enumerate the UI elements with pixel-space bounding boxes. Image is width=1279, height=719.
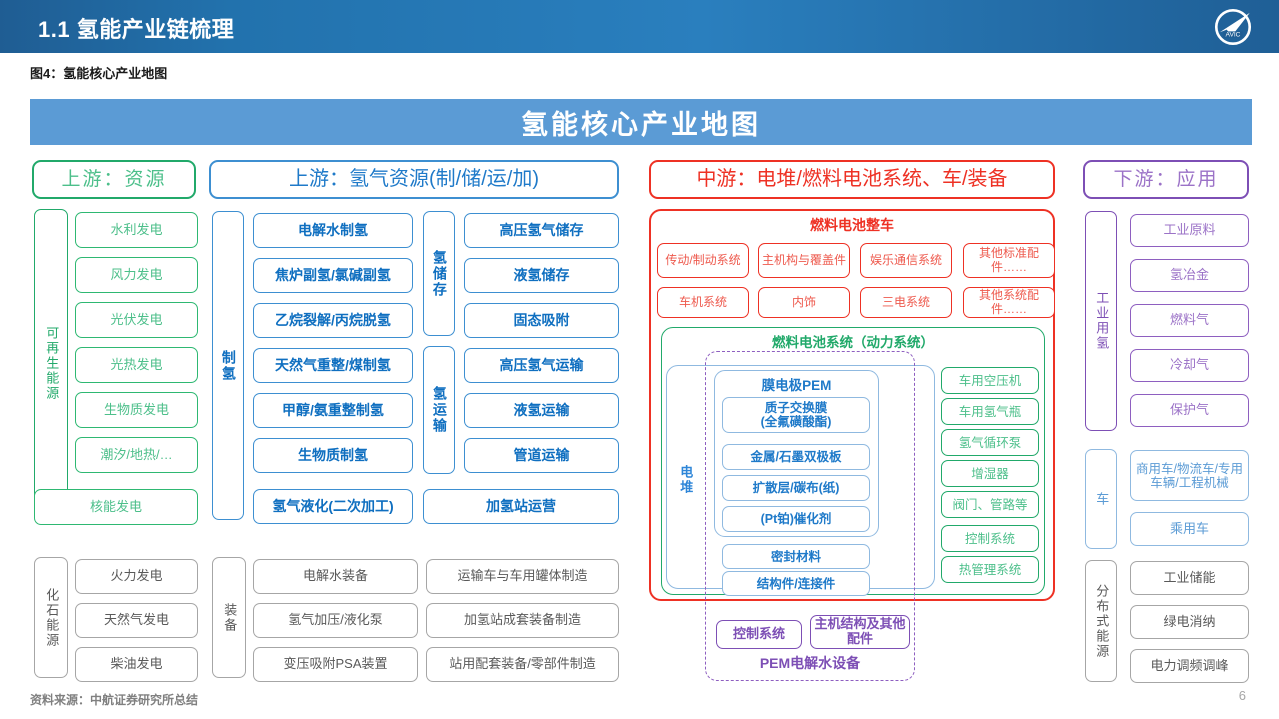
bop-item-2: 氢气循环泵 bbox=[941, 429, 1039, 456]
vehicle-item-r1-0: 传动/制动系统 bbox=[657, 243, 749, 278]
hydrogen-liquefaction-item: 氢气液化(二次加工) bbox=[253, 489, 413, 524]
page-header-bar: 1.1 氢能产业链梳理 AVIC bbox=[0, 0, 1279, 53]
stack-extra-item-0: 密封材料 bbox=[722, 544, 870, 569]
pem-container bbox=[714, 370, 879, 537]
banner-title: 氢能核心产业地图 bbox=[521, 109, 761, 140]
source-note: 资料来源：中航证券研究所总结 bbox=[30, 693, 199, 707]
vehicle-item-r2-2: 三电系统 bbox=[860, 287, 952, 318]
hydrogen-production-label: 制氢 bbox=[212, 211, 244, 520]
pem-item-2: 扩散层/碳布(纸) bbox=[722, 475, 870, 501]
industrial-item-0: 工业原料 bbox=[1130, 214, 1249, 247]
renewable-item-2: 光伏发电 bbox=[75, 302, 198, 338]
equipment-right-item-0: 运输车与车用罐体制造 bbox=[426, 559, 619, 594]
fuel-cell-vehicle-container bbox=[649, 209, 1055, 601]
production-item-0: 电解水制氢 bbox=[253, 213, 413, 248]
page-number: 6 bbox=[1238, 688, 1246, 703]
fossil-item-2: 柴油发电 bbox=[75, 647, 198, 682]
production-item-4: 甲醇/氨重整制氢 bbox=[253, 393, 413, 428]
vehicle-item-r2-1: 内饰 bbox=[758, 287, 850, 318]
transport-item-2: 管道运输 bbox=[464, 438, 619, 473]
distributed-item-0: 工业储能 bbox=[1130, 561, 1249, 595]
avic-logo-icon: AVIC bbox=[1214, 8, 1252, 46]
fossil-item-0: 火力发电 bbox=[75, 559, 198, 594]
transport-item-0: 高压氢气运输 bbox=[464, 348, 619, 383]
refueling-station-item: 加氢站运营 bbox=[423, 489, 619, 524]
vehicle-item-r1-3: 其他标准配件…… bbox=[963, 243, 1055, 278]
renewable-item-3: 光热发电 bbox=[75, 347, 198, 383]
renewable-item-0: 水利发电 bbox=[75, 212, 198, 248]
stack-label: 电堆 bbox=[678, 465, 694, 495]
section-header-midstream: 中游：电堆/燃料电池系统、车/装备 bbox=[649, 160, 1055, 199]
renewable-item-1: 风力发电 bbox=[75, 257, 198, 293]
electrolyzer-item-1: 主机结构及其他配件 bbox=[810, 615, 910, 649]
nuclear-power-item: 核能发电 bbox=[34, 489, 198, 525]
fuel-cell-system-title: 燃料电池系统（动力系统） bbox=[772, 335, 934, 350]
downstream-vehicle-label: 车 bbox=[1085, 449, 1117, 549]
storage-item-1: 液氢储存 bbox=[464, 258, 619, 293]
equipment-left-item-0: 电解水装备 bbox=[253, 559, 418, 594]
production-item-2: 乙烷裂解/丙烷脱氢 bbox=[253, 303, 413, 338]
pem-title: 膜电极PEM bbox=[761, 378, 832, 393]
downstream-vehicle-item-1: 乘用车 bbox=[1130, 512, 1249, 546]
figure-caption: 图4：氢能核心产业地图 bbox=[30, 66, 168, 81]
renewable-item-4: 生物质发电 bbox=[75, 392, 198, 428]
stack-extra-item-1: 结构件/连接件 bbox=[722, 571, 870, 596]
renewable-energy-label: 可再生能源 bbox=[34, 209, 68, 518]
vehicle-item-r1-2: 娱乐通信系统 bbox=[860, 243, 952, 278]
hydrogen-storage-label: 氢储存 bbox=[423, 211, 455, 336]
bop-item-1: 车用氢气瓶 bbox=[941, 398, 1039, 425]
storage-item-2: 固态吸附 bbox=[464, 303, 619, 338]
industrial-item-1: 氢冶金 bbox=[1130, 259, 1249, 292]
bop-item-3: 增湿器 bbox=[941, 460, 1039, 487]
section-header-upstream-resources: 上游：资源 bbox=[32, 160, 196, 199]
equipment-label: 装备 bbox=[212, 557, 246, 678]
pem-item-1: 金属/石墨双极板 bbox=[722, 444, 870, 470]
bop-item-4: 阀门、管路等 bbox=[941, 491, 1039, 518]
industrial-item-2: 燃料气 bbox=[1130, 304, 1249, 337]
fossil-energy-label: 化石能源 bbox=[34, 557, 68, 678]
industrial-item-4: 保护气 bbox=[1130, 394, 1249, 427]
pem-item-3: (Pt铂)催化剂 bbox=[722, 506, 870, 532]
fuel-cell-vehicle-title: 燃料电池整车 bbox=[810, 217, 894, 233]
storage-item-0: 高压氢气储存 bbox=[464, 213, 619, 248]
distributed-energy-label: 分布式能源 bbox=[1085, 560, 1117, 682]
vehicle-item-r2-3: 其他系统配件…… bbox=[963, 287, 1055, 318]
production-item-5: 生物质制氢 bbox=[253, 438, 413, 473]
transport-item-1: 液氢运输 bbox=[464, 393, 619, 428]
fossil-item-1: 天然气发电 bbox=[75, 603, 198, 638]
downstream-vehicle-item-0: 商用车/物流车/专用车辆/工程机械 bbox=[1130, 450, 1249, 501]
equipment-right-item-1: 加氢站成套装备制造 bbox=[426, 603, 619, 638]
bop-item-0: 车用空压机 bbox=[941, 367, 1039, 394]
section-header-downstream: 下游：应用 bbox=[1083, 160, 1249, 199]
hydrogen-transport-label: 氢运输 bbox=[423, 346, 455, 474]
bop-item-6: 热管理系统 bbox=[941, 556, 1039, 583]
equipment-right-item-2: 站用配套装备/零部件制造 bbox=[426, 647, 619, 682]
bop-item-5: 控制系统 bbox=[941, 525, 1039, 552]
electrolyzer-title: PEM电解水设备 bbox=[759, 655, 861, 671]
pem-electrolyzer-dashed-region bbox=[705, 351, 915, 681]
vehicle-item-r1-1: 主机构与覆盖件 bbox=[758, 243, 850, 278]
svg-text:AVIC: AVIC bbox=[1226, 32, 1241, 39]
equipment-left-item-2: 变压吸附PSA装置 bbox=[253, 647, 418, 682]
production-item-3: 天然气重整/煤制氢 bbox=[253, 348, 413, 383]
vehicle-item-r2-0: 车机系统 bbox=[657, 287, 749, 318]
industrial-hydrogen-label: 工业用氢 bbox=[1085, 211, 1117, 431]
industrial-item-3: 冷却气 bbox=[1130, 349, 1249, 382]
production-item-1: 焦炉副氢/氯碱副氢 bbox=[253, 258, 413, 293]
section-header-upstream-hydrogen: 上游：氢气资源(制/储/运/加) bbox=[209, 160, 619, 199]
chart-banner: 氢能核心产业地图 bbox=[30, 99, 1252, 145]
renewable-item-5: 潮汐/地热/… bbox=[75, 437, 198, 473]
distributed-item-1: 绿电消纳 bbox=[1130, 605, 1249, 639]
page-title: 1.1 氢能产业链梳理 bbox=[38, 17, 235, 42]
pem-item-0: 质子交换膜 (全氟磺酸酯) bbox=[722, 397, 870, 433]
equipment-left-item-1: 氢气加压/液化泵 bbox=[253, 603, 418, 638]
electrolyzer-item-0: 控制系统 bbox=[716, 620, 802, 649]
distributed-item-2: 电力调频调峰 bbox=[1130, 649, 1249, 683]
